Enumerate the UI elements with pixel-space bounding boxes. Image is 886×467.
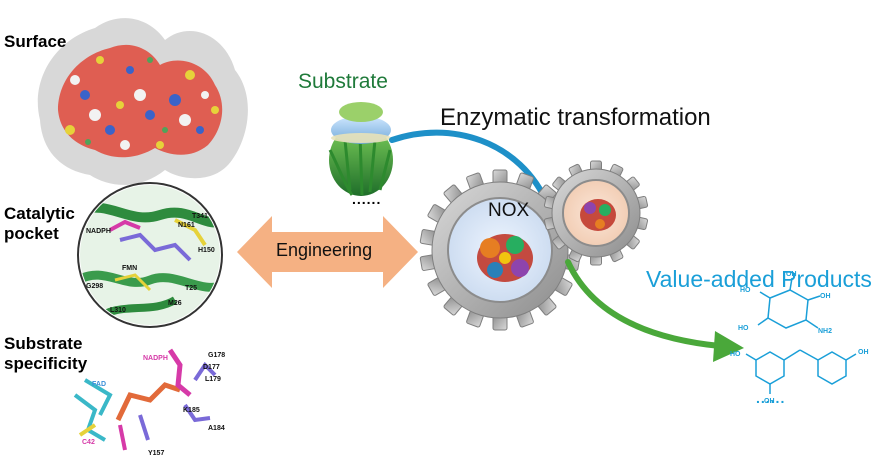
specificity-label-line2: specificity	[4, 354, 88, 373]
value-added-products-label: Value-added Products	[646, 266, 872, 292]
enzymatic-transformation-label: Enzymatic transformation	[440, 104, 711, 131]
specificity-label-line1: Substrate	[4, 334, 83, 353]
products-arrowhead	[713, 331, 744, 362]
pocket-residue-label: N161	[178, 222, 195, 229]
products-ellipsis: ......	[756, 390, 786, 406]
substrate-specificity-image: FAD NADPH G178 D177 L179 K185 A184 Y157 …	[73, 348, 225, 457]
substrate-label: Substrate	[298, 70, 388, 93]
substrate-image	[328, 102, 393, 196]
engineering-label: Engineering	[276, 240, 373, 260]
surface-protein-image	[37, 18, 248, 185]
enzyme-to-products-arrow	[565, 259, 723, 349]
surface-label: Surface	[4, 32, 67, 51]
pocket-residue-label: G298	[86, 283, 103, 290]
molecule-atom-label: OH	[858, 349, 869, 356]
specificity-residue-label: C42	[82, 439, 95, 446]
pocket-residue-label: T341	[192, 213, 208, 220]
molecule-atom-label: HO	[740, 287, 751, 294]
catalytic-pocket-label: Catalytic pocket	[4, 204, 75, 244]
substrate-specificity-label: Substrate specificity	[4, 334, 87, 374]
pocket-residue-label: M26	[168, 300, 182, 307]
molecule-atom-label: HO	[730, 351, 741, 358]
specificity-residue-label: Y157	[148, 450, 164, 457]
specificity-residue-label: K185	[183, 407, 200, 414]
catalytic-label-line2: pocket	[4, 224, 59, 243]
catalytic-pocket-image: T341 N161 H150 NADPH FMN G298 T25 M26 L3…	[77, 182, 223, 328]
engineering-double-arrow	[237, 216, 418, 288]
specificity-residue-label: L179	[205, 376, 221, 383]
molecule-atom-label: OH	[820, 293, 831, 300]
pocket-residue-label: T25	[185, 285, 197, 292]
pocket-residue-label: NADPH	[86, 228, 111, 235]
pocket-residue-label: H150	[198, 247, 215, 254]
specificity-residue-label: NADPH	[143, 355, 168, 362]
catalytic-label-line1: Catalytic	[4, 204, 75, 223]
glucosamine-structure	[757, 277, 821, 329]
specificity-residue-label: G178	[208, 352, 225, 359]
substrate-to-enzyme-arrow	[389, 129, 551, 208]
substrate-ellipsis: ......	[352, 191, 382, 207]
molecule-atom-label: OH	[786, 271, 797, 278]
nox-protein-image	[477, 234, 533, 282]
small-gear	[543, 160, 649, 266]
specificity-residue-label: A184	[208, 425, 225, 432]
small-gear-protein-image	[580, 199, 616, 231]
molecule-atom-label: HO	[738, 325, 749, 332]
molecule-atom-label: NH2	[818, 328, 832, 335]
pocket-residue-label: FMN	[122, 265, 137, 272]
pocket-residue-label: L310	[110, 307, 126, 314]
specificity-residue-label: FAD	[92, 381, 106, 388]
molecule-atom-label: OH	[764, 398, 775, 405]
specificity-residue-label: D177	[203, 364, 220, 371]
nox-label: NOX	[488, 200, 530, 221]
resveratrol-structure	[745, 349, 857, 394]
